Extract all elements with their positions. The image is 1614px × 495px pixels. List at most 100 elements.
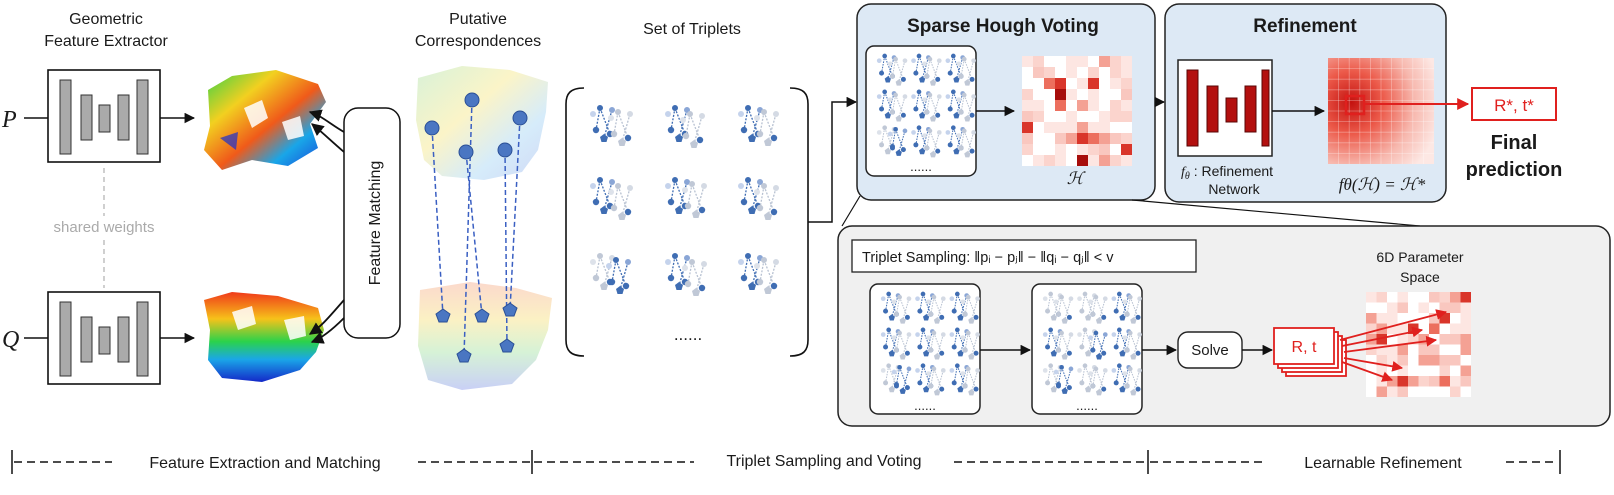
param-cell [1387, 344, 1398, 355]
heatmap-cell [1088, 133, 1099, 144]
heatmap-cell [1121, 155, 1132, 166]
point-cloud-p [204, 70, 326, 170]
match-arrow-q1 [308, 299, 345, 335]
param-cell [1460, 344, 1471, 355]
correspondence-points-p [424, 92, 528, 160]
param-cell [1429, 334, 1440, 345]
refinement-net-layers [1186, 69, 1270, 147]
feature-extractor: Geometric Feature Extractor P shared wei… [1, 11, 196, 385]
feature-matching: Feature Matching [308, 107, 401, 344]
param-cell [1429, 302, 1440, 313]
encoder-layers-p [59, 79, 149, 155]
triplets-to-hough-arrow [808, 96, 858, 223]
param-cell [1366, 376, 1377, 387]
param-cell [1450, 344, 1461, 355]
heatmap-cell [1055, 78, 1066, 89]
heatmap-cell [1110, 78, 1121, 89]
param-cell [1418, 292, 1429, 303]
param-cell [1408, 376, 1419, 387]
right-brace [789, 87, 809, 357]
param-cell [1460, 313, 1471, 324]
input-q-label: Q [2, 327, 19, 353]
param-cell [1439, 386, 1450, 397]
param-cell [1387, 386, 1398, 397]
final-prediction-line2: prediction [1466, 159, 1563, 181]
shared-weights-label: shared weights [54, 219, 155, 236]
heatmap-cell [1055, 155, 1066, 166]
encoder-layers-q [59, 301, 149, 377]
heatmap-cell [1033, 155, 1044, 166]
heatmap-cell [1022, 133, 1033, 144]
param-cell [1418, 376, 1429, 387]
heatmap-cell [1077, 144, 1088, 155]
heatmap-cell [1088, 122, 1099, 133]
param-cell [1397, 355, 1408, 366]
heatmap-cell [1044, 100, 1055, 111]
heatmap-cell [1088, 78, 1099, 89]
heatmap-cell [1033, 67, 1044, 78]
param-cell [1387, 323, 1398, 334]
param-cell [1397, 302, 1408, 313]
heatmap-cell [1110, 144, 1121, 155]
heatmap-cell [1033, 100, 1044, 111]
match-arrow-p2 [311, 123, 345, 153]
sampling-criterion-box [851, 239, 1197, 273]
heatmap-cell [1077, 78, 1088, 89]
heatmap-cell [1077, 155, 1088, 166]
heatmap-cell [1088, 67, 1099, 78]
param-cell [1450, 302, 1461, 313]
heatmap-cell [1121, 144, 1132, 155]
heatmap-cell [1066, 67, 1077, 78]
param-cell [1366, 344, 1377, 355]
solve-label: Solve [1191, 342, 1229, 359]
refinement-network-label: fθ : Refinement [1181, 163, 1273, 182]
heatmap-cell [1066, 155, 1077, 166]
param-cell [1429, 355, 1440, 366]
refinement-equation: fθ(ℋ) = ℋ* [1339, 175, 1426, 194]
putative-title-line1: Putative [449, 11, 507, 28]
param-cell [1460, 302, 1471, 313]
param-cell [1376, 313, 1387, 324]
param-cell [1408, 292, 1419, 303]
heatmap-cell [1121, 111, 1132, 122]
param-cell [1460, 365, 1471, 376]
param-cell [1460, 334, 1471, 345]
param-cell [1450, 334, 1461, 345]
heatmap-cell [1022, 56, 1033, 67]
heatmap-cell [1044, 155, 1055, 166]
heatmap-cell [1055, 144, 1066, 155]
heatmap-cell [1110, 56, 1121, 67]
param-cell [1439, 344, 1450, 355]
param-cell [1397, 313, 1408, 324]
param-cell [1366, 292, 1377, 303]
heatmap-cell [1055, 133, 1066, 144]
match-arrow-p1 [308, 109, 345, 133]
triplet-grid [589, 104, 780, 297]
param-cell [1429, 292, 1440, 303]
heatmap-cell [1088, 89, 1099, 100]
param-cell [1450, 365, 1461, 376]
param-cell [1418, 334, 1429, 345]
heatmap-cell [1033, 144, 1044, 155]
param-cell [1376, 386, 1387, 397]
heatmap-cell [1066, 89, 1077, 100]
final-output-label: R*, t* [1494, 96, 1534, 115]
heatmap-cell [1022, 111, 1033, 122]
heatmap-cell [1099, 111, 1110, 122]
param-cell [1387, 292, 1398, 303]
heatmap-cell [1044, 144, 1055, 155]
hough-title: Sparse Hough Voting [907, 16, 1099, 37]
heatmap-cell [1044, 122, 1055, 133]
heatmap-cell [1033, 122, 1044, 133]
param-cell [1366, 313, 1377, 324]
heatmap-cell [1033, 133, 1044, 144]
rt-label: R, t [1292, 339, 1317, 356]
heatmap-cell [1110, 67, 1121, 78]
heatmap-cell [1088, 111, 1099, 122]
heatmap-cell [1110, 122, 1121, 133]
refinement-network-line1: : Refinement [1190, 163, 1273, 179]
param-cell [1450, 323, 1461, 334]
heatmap-cell [1121, 100, 1132, 111]
param-cell [1397, 323, 1408, 334]
